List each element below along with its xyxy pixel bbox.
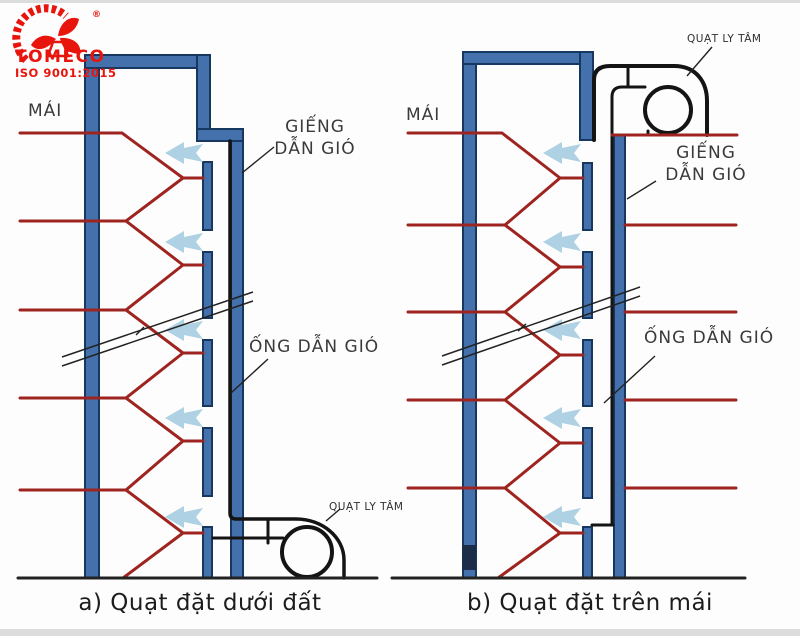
airflow-arrows-a [165,142,203,528]
shaft-label-b-line1: GIẾNG [676,143,736,163]
right-wall-upper-a [196,54,211,132]
duct-label-a: ỐNG DẪN GIÓ [249,337,380,357]
break-lines-a [61,291,254,367]
floor-duct-line [18,131,205,180]
vent-wall-segment [202,251,213,319]
floor-ducts-a [18,131,205,580]
floor-ducts-b [406,131,739,580]
vent-wall-segment [582,162,593,231]
break-line [61,291,254,358]
shaft-label-b-line2: DẪN GIÓ [665,165,747,185]
duct-label-leader-b [603,355,656,404]
floor-duct-line [121,531,185,580]
shaft-top-slab-a [196,128,244,142]
left-wall-b [462,51,477,579]
vent-wall-segment [202,161,213,231]
roof-label-a: MÁI [28,101,63,121]
floor-duct-line [18,439,185,492]
break-line [441,286,641,357]
gear-arc-icon [12,4,69,63]
fan-scroll-b [643,85,693,135]
floor-duct-line [18,351,185,400]
shaft-label-a-line2: DẪN GIÓ [274,139,356,159]
shaft-label-a-line1: GIẾNG [285,117,345,137]
airflow-arrows-b [543,142,581,528]
airflow-arrow-icon [165,319,203,341]
vent-wall-segment [582,339,593,407]
right-wall-upper-b [579,51,594,141]
airflow-arrow-icon [543,407,581,429]
floor-duct-line [406,353,562,402]
floor-duct-line [18,263,185,312]
airflow-arrow-icon [543,142,581,164]
building-walls-a [84,54,244,579]
floor-duct-line [406,176,562,227]
vent-wall-segment [582,251,593,319]
break-lines-b [441,286,641,366]
break-tick [517,323,527,332]
brand-logo-text: TOMECO [15,47,106,67]
vent-wall-segment [202,526,213,579]
centrifugal-fan-b [590,64,709,527]
fan-label-a: QUẠT LY TÂM [329,501,404,513]
tomeco-logo-icon [12,4,81,63]
floor-duct-line [496,531,562,580]
vent-wall-segment [582,526,593,579]
airflow-arrow-icon [543,231,581,253]
leader-lines-b [603,46,713,404]
vent-wall-segment [202,339,213,407]
duct-inner-line-b [610,85,647,527]
break-tick [135,326,145,336]
leader-lines-a [230,146,341,522]
caption-a: a) Quạt đặt dưới đất [78,590,322,616]
break-line [61,300,254,367]
break-line [441,295,641,366]
fan-scroll-a [280,525,334,579]
airflow-arrow-icon [165,142,203,164]
top-edge-strip [0,0,800,3]
centrifugal-fan-a [211,139,346,580]
flask-icon [46,40,70,58]
vent-wall-segment [582,427,593,499]
shaft-label-leader-a [241,146,275,174]
fan-label-leader-a [325,508,341,522]
duct-label-b: ỐNG DẪN GIÓ [644,328,775,348]
shaft-label-a: GIẾNG DẪN GIÓ [256,116,374,160]
brand-iso-text: ISO 9001:2015 [15,66,117,80]
airflow-arrow-icon [165,407,203,429]
floor-duct-line [406,441,562,490]
diagram-a [16,54,379,580]
airflow-arrow-icon [543,319,581,341]
airflow-arrow-icon [165,506,203,528]
airflow-arrow-icon [165,231,203,253]
building-walls-b [462,51,626,579]
roof-slab-b [462,51,594,65]
caption-b: b) Quạt đặt trên mái [467,590,713,616]
bottom-edge-strip [0,629,800,636]
fan-outer-line-b [592,64,709,142]
airflow-arrow-icon [543,506,581,528]
fan-label-b: QUẠT LY TÂM [687,33,762,45]
floor-duct-line [18,176,185,223]
floor-duct-line [406,265,562,314]
shaft-outer-wall-b [613,134,626,579]
wall-dark-segment-b [462,545,476,570]
shaft-label-leader-b [626,180,657,200]
vent-wall-segments-b [582,162,593,579]
floor-duct-line [406,131,585,180]
shaft-label-b: GIẾNG DẪN GIÓ [648,142,764,186]
vent-wall-segments-a [202,161,213,579]
duct-label-leader-a [230,358,269,394]
fan-label-leader-b [686,46,713,77]
vent-wall-segment [202,427,213,497]
fan-blades-icon [31,17,81,54]
diagram-b [390,46,747,580]
registered-mark: ® [92,10,101,20]
duct-inner-line-a [228,139,346,580]
shaft-outer-wall-a [230,140,244,579]
roof-label-b: MÁI [406,105,441,125]
